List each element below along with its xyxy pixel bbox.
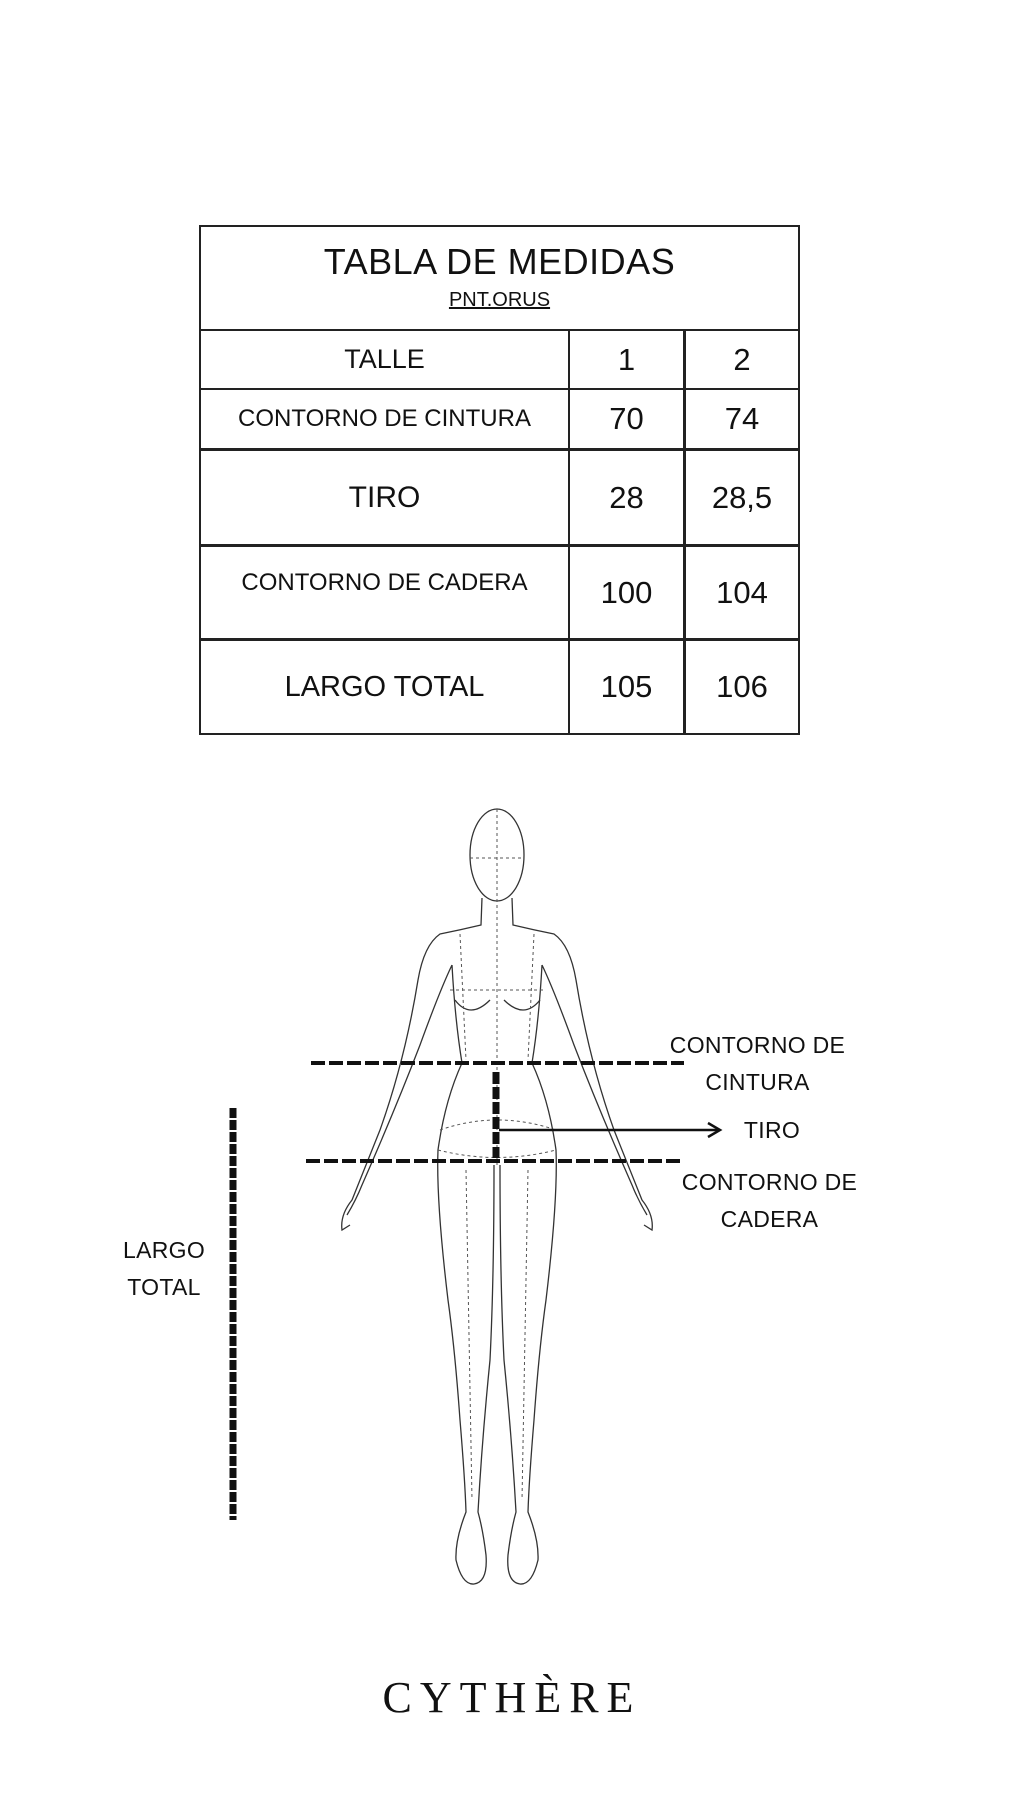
total-length-label: LARGO TOTAL — [104, 1232, 224, 1306]
total-length-label-line2: TOTAL — [127, 1274, 201, 1300]
size-2-header: 2 — [733, 341, 751, 377]
hip-label: CONTORNO DE CADERA — [662, 1164, 877, 1238]
rise-label: TIRO — [743, 1117, 801, 1143]
row-value: 70 — [570, 390, 686, 448]
size-table: TABLA DE MEDIDAS PNT.ORUS TALLE 1 2 CONT… — [199, 225, 800, 735]
table-row: CONTORNO DE CADERA 100 104 — [201, 547, 798, 641]
waist-label-line2: CINTURA — [705, 1069, 810, 1095]
row-value: 104 — [716, 574, 768, 610]
row-label: CONTORNO DE CINTURA — [201, 390, 570, 448]
table-header: TABLA DE MEDIDAS PNT.ORUS — [201, 227, 798, 331]
table-row: TIRO 28 28,5 — [201, 451, 798, 547]
arrow-head-icon — [707, 1121, 723, 1139]
row-label: LARGO TOTAL — [201, 641, 570, 733]
table-row: LARGO TOTAL 105 106 — [201, 641, 798, 733]
size-1-header: 1 — [570, 331, 686, 388]
brand-logo: CYTHÈRE — [382, 1673, 642, 1722]
row-value: 74 — [724, 401, 760, 436]
row-label: CONTORNO DE CADERA — [201, 547, 570, 638]
row-value: 105 — [570, 641, 686, 733]
table-row: CONTORNO DE CINTURA 70 74 — [201, 390, 798, 451]
hip-label-line1: CONTORNO DE — [681, 1169, 858, 1195]
table-subtitle: PNT.ORUS — [448, 289, 551, 311]
row-value: 28 — [570, 451, 686, 544]
table-title: TABLA DE MEDIDAS — [323, 241, 676, 282]
size-header-label: TALLE — [201, 331, 570, 388]
row-value: 106 — [716, 669, 768, 704]
croquis-outline — [341, 808, 653, 1585]
row-value: 100 — [570, 547, 686, 638]
hip-label-line2: CADERA — [720, 1206, 819, 1232]
waist-label: CONTORNO DE CINTURA — [650, 1027, 865, 1101]
row-value: 28,5 — [711, 479, 773, 515]
table-row-size: TALLE 1 2 — [201, 331, 798, 390]
total-length-label-line1: LARGO — [122, 1237, 206, 1263]
waist-label-line1: CONTORNO DE — [669, 1032, 846, 1058]
row-label: TIRO — [201, 451, 570, 544]
